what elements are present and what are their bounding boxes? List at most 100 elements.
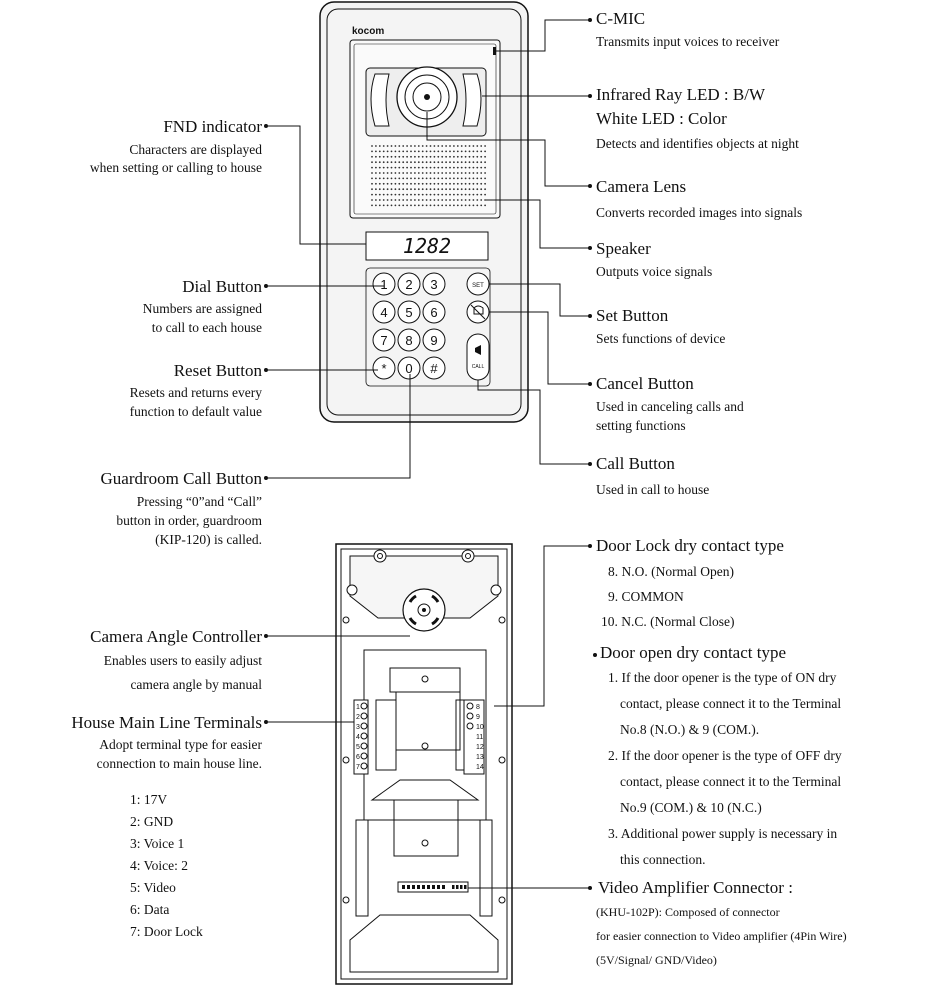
- callout-dot: [588, 246, 592, 250]
- call-button-title: Call Button: [596, 454, 675, 473]
- terminal-item-7: 7: Door Lock: [130, 924, 203, 939]
- terminal-number: 8: [476, 704, 480, 711]
- dial-key-9[interactable]: [422, 328, 446, 352]
- callout-dot: [588, 382, 592, 386]
- leader-lines: [268, 19, 590, 889]
- fnd-desc-1: Characters are displayed: [129, 142, 262, 157]
- house-terminals-title: House Main Line Terminals: [71, 713, 262, 732]
- terminal-number: 5: [356, 744, 360, 751]
- fnd-title: FND indicator: [163, 117, 262, 136]
- terminal-number: 4: [356, 734, 360, 741]
- dial-desc-2: to call to each house: [151, 320, 262, 335]
- dial-key-5[interactable]: [397, 300, 421, 324]
- terminal-number: 1: [356, 704, 360, 711]
- door-open-line-2: contact, please connect it to the Termin…: [620, 696, 842, 711]
- door-lock-item-8: 8. N.O. (Normal Open): [608, 564, 734, 579]
- speaker-grille: [371, 145, 486, 207]
- terminal-number: 7: [356, 764, 360, 771]
- door-open-line-6: No.9 (COM.) & 10 (N.C.): [620, 800, 762, 815]
- terminal-number: 11: [476, 734, 483, 741]
- mic-hole: [493, 47, 496, 55]
- fnd-digits: 1282: [403, 234, 451, 258]
- house-terminals-desc-1: Adopt terminal type for easier: [99, 737, 262, 752]
- terminal-item-3: 3: Voice 1: [130, 836, 185, 851]
- camera-angle-desc-1: Enables users to easily adjust: [103, 653, 262, 668]
- call-button-desc: Used in call to house: [596, 482, 710, 497]
- video-amp-title: Video Amplifier Connector :: [598, 878, 793, 897]
- guardroom-title: Guardroom Call Button: [100, 469, 262, 488]
- terminal-item-1: 1: 17V: [130, 792, 168, 807]
- call-button[interactable]: [466, 333, 490, 381]
- dial-key-label: 0: [405, 361, 412, 376]
- dial-key-label: 5: [405, 305, 412, 320]
- bell-icon: [475, 345, 481, 355]
- terminal-number: 14: [476, 764, 484, 771]
- set-button-desc: Sets functions of device: [596, 331, 726, 346]
- door-open-line-1: 1. If the door opener is the type of ON …: [608, 670, 837, 685]
- guardroom-desc-3: (KIP-120) is called.: [155, 532, 262, 547]
- dial-key-label: 4: [380, 305, 387, 320]
- door-lock-item-10: 10. N.C. (Normal Close): [601, 614, 735, 629]
- camera-lens-title: Camera Lens: [596, 177, 687, 196]
- terminal-item-4: 4: Voice: 2: [130, 858, 189, 873]
- terminal-item-6: 6: Data: [130, 902, 170, 917]
- terminal-number: 9: [476, 714, 480, 721]
- dial-key-label: 3: [430, 277, 437, 292]
- video-amp-desc-2: for easier connection to Video amplifier…: [596, 929, 847, 943]
- video-amp-desc-3: (5V/Signal/ GND/Video): [596, 953, 717, 967]
- dial-key-star[interactable]: [372, 356, 396, 380]
- house-terminals-desc-2: connection to main house line.: [96, 756, 262, 771]
- reset-desc-1: Resets and returns every: [129, 385, 262, 400]
- dial-key-label: *: [381, 361, 386, 376]
- dial-key-7[interactable]: [372, 328, 396, 352]
- cmic-title: C-MIC: [596, 9, 646, 28]
- cancel-icon: [470, 304, 486, 320]
- door-open-title: Door open dry contact type: [600, 643, 786, 662]
- dial-key-1[interactable]: [372, 272, 396, 296]
- dial-key-8[interactable]: [397, 328, 421, 352]
- infrared-led-right-icon: [462, 73, 482, 127]
- callout-dot: [588, 18, 592, 22]
- dial-key-label: 8: [405, 333, 412, 348]
- door-open-line-4: 2. If the door opener is the type of OFF…: [608, 748, 842, 763]
- camera-angle-title: Camera Angle Controller: [90, 627, 262, 646]
- infrared-desc: Detects and identifies objects at night: [596, 136, 799, 151]
- speaker-desc: Outputs voice signals: [596, 264, 713, 279]
- terminal-number: 6: [356, 754, 360, 761]
- dial-key-label: 7: [380, 333, 387, 348]
- reset-desc-2: function to default value: [129, 404, 262, 419]
- callout-dot: [264, 284, 268, 288]
- fnd-display: [365, 231, 489, 261]
- dial-key-0[interactable]: [397, 356, 421, 380]
- callout-dot: [588, 462, 592, 466]
- dial-key-hash[interactable]: [422, 356, 446, 380]
- reset-title: Reset Button: [173, 361, 262, 380]
- callout-dot: [588, 544, 592, 548]
- video-amp-desc-1: (KHU-102P): Composed of connector: [596, 905, 780, 919]
- terminal-number: 3: [356, 724, 360, 731]
- terminal-number: 10: [476, 724, 484, 731]
- door-lock-title: Door Lock dry contact type: [596, 536, 784, 555]
- brand-logo: kocom: [352, 26, 384, 37]
- dial-key-label: 6: [430, 305, 437, 320]
- dial-key-3[interactable]: [422, 272, 446, 296]
- dial-key-2[interactable]: [397, 272, 421, 296]
- dial-key-label: #: [430, 361, 438, 376]
- callout-dot: [593, 653, 597, 657]
- fnd-desc-2: when setting or calling to house: [89, 160, 262, 175]
- dial-key-label: 2: [405, 277, 412, 292]
- dial-key-4[interactable]: [372, 300, 396, 324]
- set-button-title: Set Button: [596, 306, 669, 325]
- terminal-number: 13: [476, 754, 484, 761]
- door-open-line-3: No.8 (N.O.) & 9 (COM.).: [620, 722, 760, 737]
- terminal-item-5: 5: Video: [130, 880, 176, 895]
- callout-dot: [264, 634, 268, 638]
- dial-title: Dial Button: [182, 277, 262, 296]
- dial-key-label: 1: [380, 277, 387, 292]
- speaker-title: Speaker: [596, 239, 651, 258]
- terminal-item-2: 2: GND: [130, 814, 174, 829]
- callout-dot: [588, 886, 592, 890]
- dial-key-6[interactable]: [422, 300, 446, 324]
- cancel-button-title: Cancel Button: [596, 374, 694, 393]
